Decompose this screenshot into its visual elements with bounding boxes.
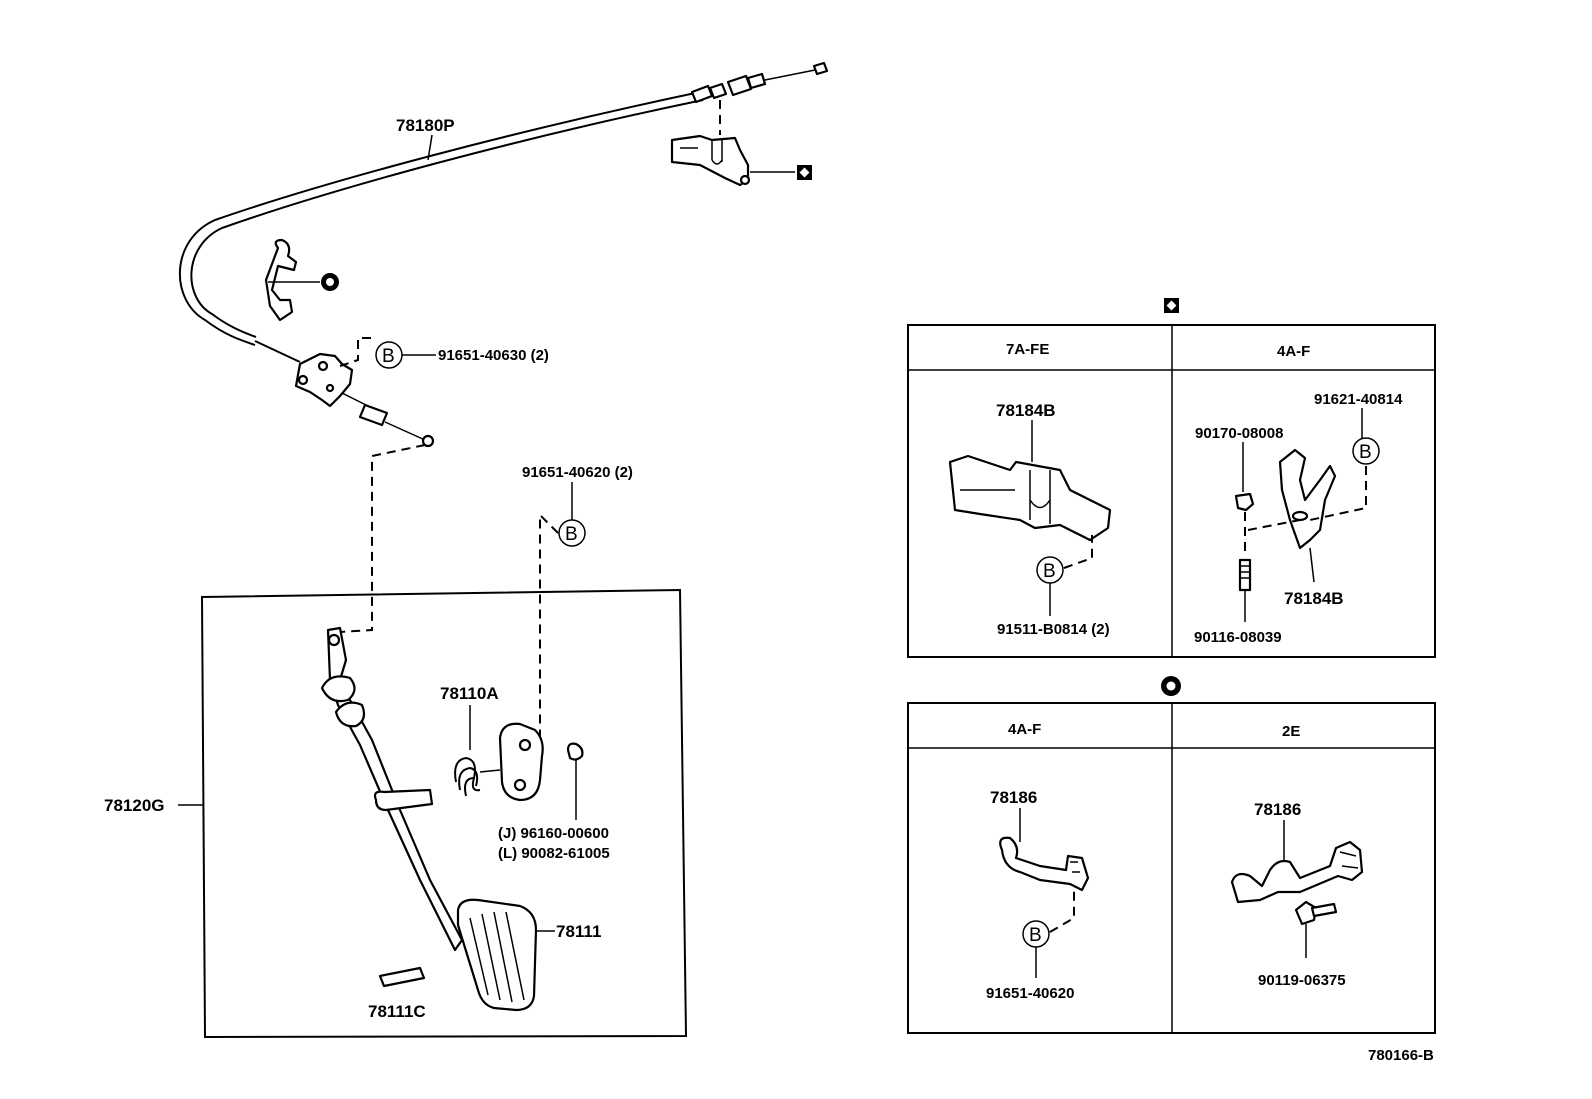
clamp-4a-f [999, 836, 1090, 892]
label-bolt-2e: 90119-06375 [1258, 972, 1346, 989]
bracket-7a-fe [948, 454, 1112, 542]
bolt-2e-icon [1294, 900, 1338, 926]
clamp-2e [1230, 840, 1364, 904]
return-spring [454, 705, 481, 797]
label-washer-j: (J) 96160-00600 [498, 825, 609, 842]
cable-bracket-mid [294, 337, 375, 408]
circle-marker-icon [321, 273, 339, 291]
pedal-assembly-box [200, 588, 688, 1039]
label-cable: 78180P [396, 116, 455, 135]
panel-bracket-marker-icon [1164, 298, 1179, 313]
label-clamp-2e: 78186 [1254, 800, 1301, 819]
label-clip-upper: 91651-40630 (2) [438, 347, 549, 364]
label-pad: 78111 [556, 922, 601, 941]
callout-b-clamp-4a-letter: B [1029, 925, 1042, 946]
panel-clamp-col2-header: 2E [1282, 723, 1300, 740]
drawing-code: 780166-B [1368, 1047, 1434, 1064]
callout-b-lower [558, 519, 586, 547]
accelerator-cable [178, 61, 829, 448]
stud-icon [1238, 558, 1252, 592]
panel-bracket [907, 324, 1436, 658]
bracket-4a-f [1278, 448, 1337, 550]
label-pedal-assy: 78120G [104, 796, 165, 815]
label-nut-4a: 90170-08008 [1195, 425, 1283, 442]
pedal-pad [456, 898, 538, 1012]
pedal-pin [378, 966, 426, 988]
panel-clamp [907, 702, 1436, 1034]
label-clip-lower: 91651-40620 (2) [522, 464, 633, 481]
label-clamp-4a: 78186 [990, 788, 1037, 807]
label-stud-4a: 90116-08039 [1194, 629, 1282, 646]
dashed-link-cable-pedal [339, 444, 426, 633]
cable-clamp-left [264, 238, 320, 322]
label-washer-l: (L) 90082-61005 [498, 845, 610, 862]
label-bolt-7a: 91511-B0814 (2) [997, 621, 1110, 638]
callout-b-bracket-7a-letter: B [1043, 561, 1056, 582]
label-clip-4a: 91651-40620 [986, 985, 1074, 1002]
callout-b-upper-letter: B [382, 346, 395, 367]
pedal-arm [320, 626, 464, 952]
panel-bracket-col1-header: 7A-FE [1006, 341, 1049, 358]
nut-icon [1234, 492, 1255, 512]
panel-bracket-col2-header: 4A-F [1277, 343, 1310, 360]
label-bracket-4a: 78184B [1284, 589, 1344, 608]
pedal-bracket [479, 722, 544, 802]
label-pin: 78111C [368, 1002, 426, 1021]
label-bolt-4a: 91621-40814 [1314, 391, 1403, 408]
panel-clamp-col1-header: 4A-F [1008, 721, 1041, 738]
cable-bracket-upper [670, 100, 795, 187]
panel-clamp-marker-icon [1161, 676, 1181, 696]
label-spring: 78110A [440, 684, 499, 703]
callout-b-lower-letter: B [565, 524, 578, 545]
label-bracket-7a: 78184B [996, 401, 1056, 420]
washer [566, 742, 584, 820]
callout-b-bracket-4a [1352, 437, 1380, 465]
diamond-marker-icon [797, 165, 812, 180]
callout-b-bracket-4a-letter: B [1359, 442, 1372, 463]
